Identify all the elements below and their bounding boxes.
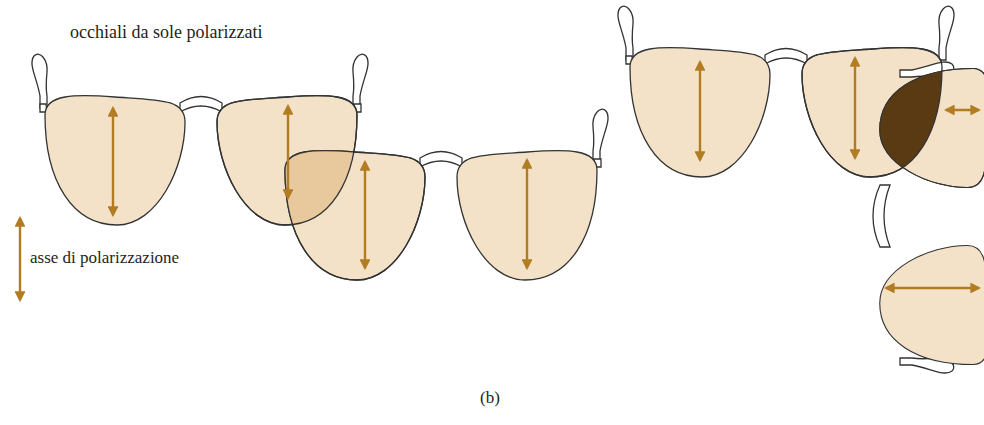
caption: (b)	[480, 388, 500, 408]
polarization-axis	[113, 58, 979, 288]
legend-text: asse di polarizzazione	[30, 248, 179, 268]
lens-overlap-dark	[802, 48, 942, 177]
figure-label: occhiali da sole polarizzati	[70, 22, 262, 43]
lens-outline	[217, 48, 984, 280]
lens-overlap	[217, 96, 357, 225]
legend-arrow	[19, 218, 21, 300]
sunglasses-pair	[32, 6, 984, 373]
